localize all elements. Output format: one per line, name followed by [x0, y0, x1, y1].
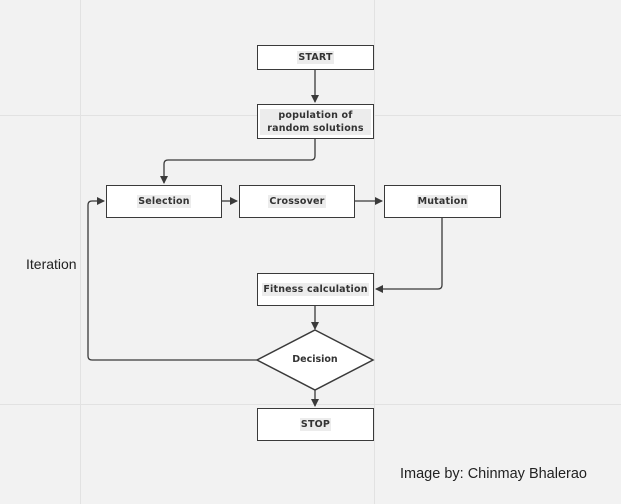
stop-label: STOP: [299, 418, 332, 431]
grid-line: [374, 0, 375, 504]
population-label: population of random solutions: [260, 108, 371, 135]
decision-label: Decision: [292, 354, 338, 365]
fitness-label: Fitness calculation: [262, 283, 369, 296]
mutation-node: Mutation: [384, 185, 501, 218]
decision-diamond: [255, 329, 375, 391]
crossover-label: Crossover: [268, 195, 326, 208]
arrow-population-to-selection: [160, 139, 316, 184]
start-label: START: [297, 51, 334, 64]
image-credit: Image by: Chinmay Bhalerao: [400, 466, 587, 482]
iteration-label: Iteration: [26, 256, 77, 272]
selection-node: Selection: [106, 185, 222, 218]
grid-line: [0, 404, 621, 405]
fitness-node: Fitness calculation: [257, 273, 374, 306]
start-node: START: [257, 45, 374, 70]
crossover-node: Crossover: [239, 185, 355, 218]
stop-node: STOP: [257, 408, 374, 441]
arrow-mutation-to-fitness: [375, 218, 443, 293]
grid-line: [80, 0, 81, 504]
population-node: population of random solutions: [257, 104, 374, 139]
arrow-iteration-loop: [87, 197, 257, 361]
selection-label: Selection: [137, 195, 191, 208]
mutation-label: Mutation: [416, 195, 469, 208]
